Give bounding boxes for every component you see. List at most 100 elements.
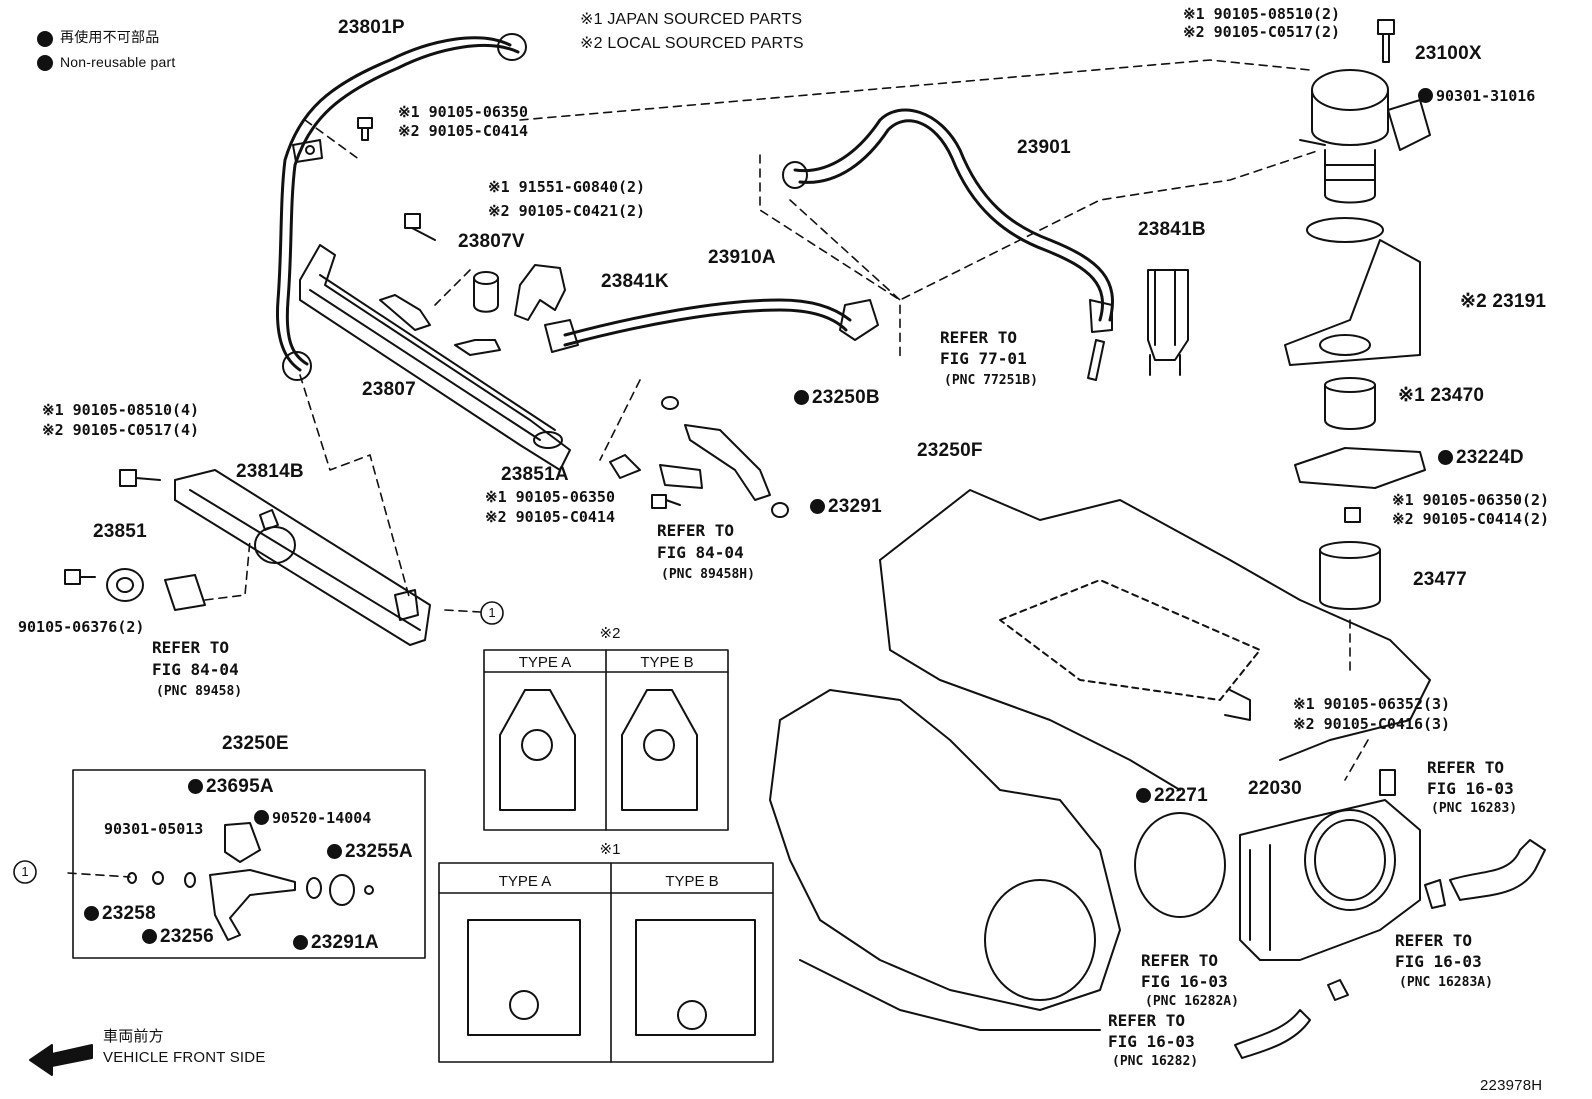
label-23851: 23851	[93, 521, 147, 542]
connector-23841B	[1147, 269, 1189, 376]
bolt-icon	[64, 19, 1396, 796]
label-ref77-a: REFER TO	[940, 328, 1018, 347]
kit-box-23250E	[72, 769, 426, 959]
spacer-23851	[106, 568, 144, 602]
fuel-pump-23100X	[1299, 69, 1431, 204]
label-ref16282-c: (PNC 16282)	[1112, 1054, 1199, 1069]
label-90301-31016: 90301-31016	[1418, 88, 1535, 104]
ref-circle-1-left	[13, 860, 37, 884]
label-ref84-b: FIG 84-04	[152, 660, 239, 679]
sensor-ref-84-04	[164, 574, 206, 611]
label-23910A: 23910A	[708, 247, 776, 268]
label-ref16283A-b: FIG 16-03	[1395, 952, 1482, 971]
label-23695A: 23695A	[188, 777, 274, 796]
fuel-pipe-23801P	[275, 33, 527, 381]
lifter-23470	[1324, 377, 1376, 430]
clip-23841K	[514, 264, 566, 321]
label-bolt-C0517-4: ※2 90105-C0517(4)	[42, 421, 200, 439]
label-23250F: 23250F	[917, 440, 983, 461]
label-23851A: 23851A	[501, 464, 569, 485]
label-bolt-C0421: ※2 90105-C0421(2)	[488, 202, 646, 220]
legend-dot-jp	[37, 31, 53, 47]
illustration-id: 223978H	[1480, 1077, 1543, 1094]
label-23801P: 23801P	[338, 17, 405, 38]
label-90301-05013: 90301-05013	[104, 820, 204, 838]
label-bolt-06352-3: ※1 90105-06352(3)	[1293, 695, 1451, 713]
label-23477: 23477	[1413, 569, 1467, 590]
throttle-body-22030	[1239, 799, 1421, 961]
label-23841B: 23841B	[1138, 219, 1206, 240]
label-ref16283A-c: (PNC 16283A)	[1399, 975, 1493, 990]
label-23191: ※2 23191	[1460, 291, 1547, 312]
note-local-sourced: ※2 LOCAL SOURCED PARTS	[580, 35, 804, 52]
dashed-leaders	[67, 59, 1369, 878]
label-90520-14004: 90520-14004	[254, 810, 371, 826]
label-23291A: 23291A	[293, 933, 379, 952]
label-23256: 23256	[142, 927, 214, 946]
label-ref16282-b: FIG 16-03	[1108, 1032, 1195, 1051]
label-bolt-06350: ※1 90105-06350	[398, 103, 528, 121]
label-bolt-06350-2: ※1 90105-06350(2)	[1392, 491, 1550, 509]
label-bolt-C0416-3: ※2 90105-C0416(3)	[1293, 715, 1451, 733]
label-ref77-c: (PNC 77251B)	[944, 373, 1038, 388]
label-22030: 22030	[1248, 778, 1302, 799]
label-ref84b-b: FIG 84-04	[657, 543, 744, 562]
type-box-note1-type-a: TYPE A	[498, 873, 552, 890]
type-box-note1	[438, 862, 774, 1063]
label-23901: 23901	[1017, 137, 1071, 158]
legend-nonreusable-jp: 再使用不可部品	[60, 29, 160, 45]
label-ref84-a: REFER TO	[152, 638, 230, 657]
label-ref84-c: (PNC 89458)	[156, 684, 243, 699]
label-ref84b-c: (PNC 89458H)	[661, 567, 755, 582]
label-23807: 23807	[362, 379, 416, 400]
ref-circle-1-right	[480, 601, 504, 625]
type-box-note2-mark: ※2	[599, 625, 621, 642]
label-ref16283A-a: REFER TO	[1395, 931, 1473, 950]
label-ref16282A-b: FIG 16-03	[1141, 972, 1228, 991]
type-box-note2-type-a: TYPE A	[518, 654, 572, 671]
label-bolt-G0840: ※1 91551-G0840(2)	[488, 178, 646, 196]
bracket-23191	[1284, 239, 1421, 366]
label-23258: 23258	[84, 904, 156, 923]
hose-23910A	[544, 298, 879, 353]
type-box-note2-type-b: TYPE B	[640, 654, 694, 671]
label-bolt-C0414-b: ※2 90105-C0414	[485, 508, 615, 526]
injector-kit-parts	[127, 822, 374, 941]
label-90105-06376: 90105-06376(2)	[18, 618, 145, 636]
label-23100X: 23100X	[1415, 43, 1482, 64]
housing-23477	[1319, 541, 1381, 610]
hose-23901	[782, 108, 1114, 333]
label-23224D: 23224D	[1438, 448, 1524, 467]
label-ref16283-a: REFER TO	[1427, 758, 1505, 777]
label-ref16283-b: FIG 16-03	[1427, 779, 1514, 798]
label-ref16282-a: REFER TO	[1108, 1011, 1186, 1030]
label-bolt-08510-2: ※1 90105-08510(2)	[1183, 5, 1341, 23]
collar-23807V	[473, 271, 499, 313]
label-ref84b-a: REFER TO	[657, 521, 735, 540]
label-23814B: 23814B	[236, 461, 304, 482]
oring-90301-31016	[1306, 217, 1384, 243]
label-ref16282A-a: REFER TO	[1141, 951, 1219, 970]
label-ref77-b: FIG 77-01	[940, 349, 1027, 368]
label-ref16282A-c: (PNC 16282A)	[1145, 994, 1239, 1009]
label-23291: 23291	[810, 497, 882, 516]
label-23250E: 23250E	[222, 733, 289, 754]
label-23250B: 23250B	[794, 388, 880, 407]
delivery-pipe-23814B	[174, 469, 431, 646]
gasket-23224D	[1294, 447, 1426, 489]
type-box-note2	[483, 649, 729, 831]
label-bolt-06350-b: ※1 90105-06350	[485, 488, 615, 506]
hose-16282	[1234, 979, 1349, 1059]
tube-ref-77	[1087, 339, 1105, 381]
label-ref16283-c: (PNC 16283)	[1431, 801, 1518, 816]
label-23470: ※1 23470	[1398, 385, 1485, 406]
vehicle-front-arrow-icon	[29, 1044, 93, 1076]
label-bolt-C0414-2: ※2 90105-C0414(2)	[1392, 510, 1550, 528]
label-bolt-08510-4: ※1 90105-08510(4)	[42, 401, 200, 419]
delivery-pipe-23807	[299, 244, 571, 471]
ref-circle-1-left-label: 1	[21, 864, 29, 879]
ref-circle-1-right-label: 1	[488, 605, 496, 620]
legend-dot-en	[37, 55, 53, 71]
injector-23250F	[609, 396, 789, 518]
